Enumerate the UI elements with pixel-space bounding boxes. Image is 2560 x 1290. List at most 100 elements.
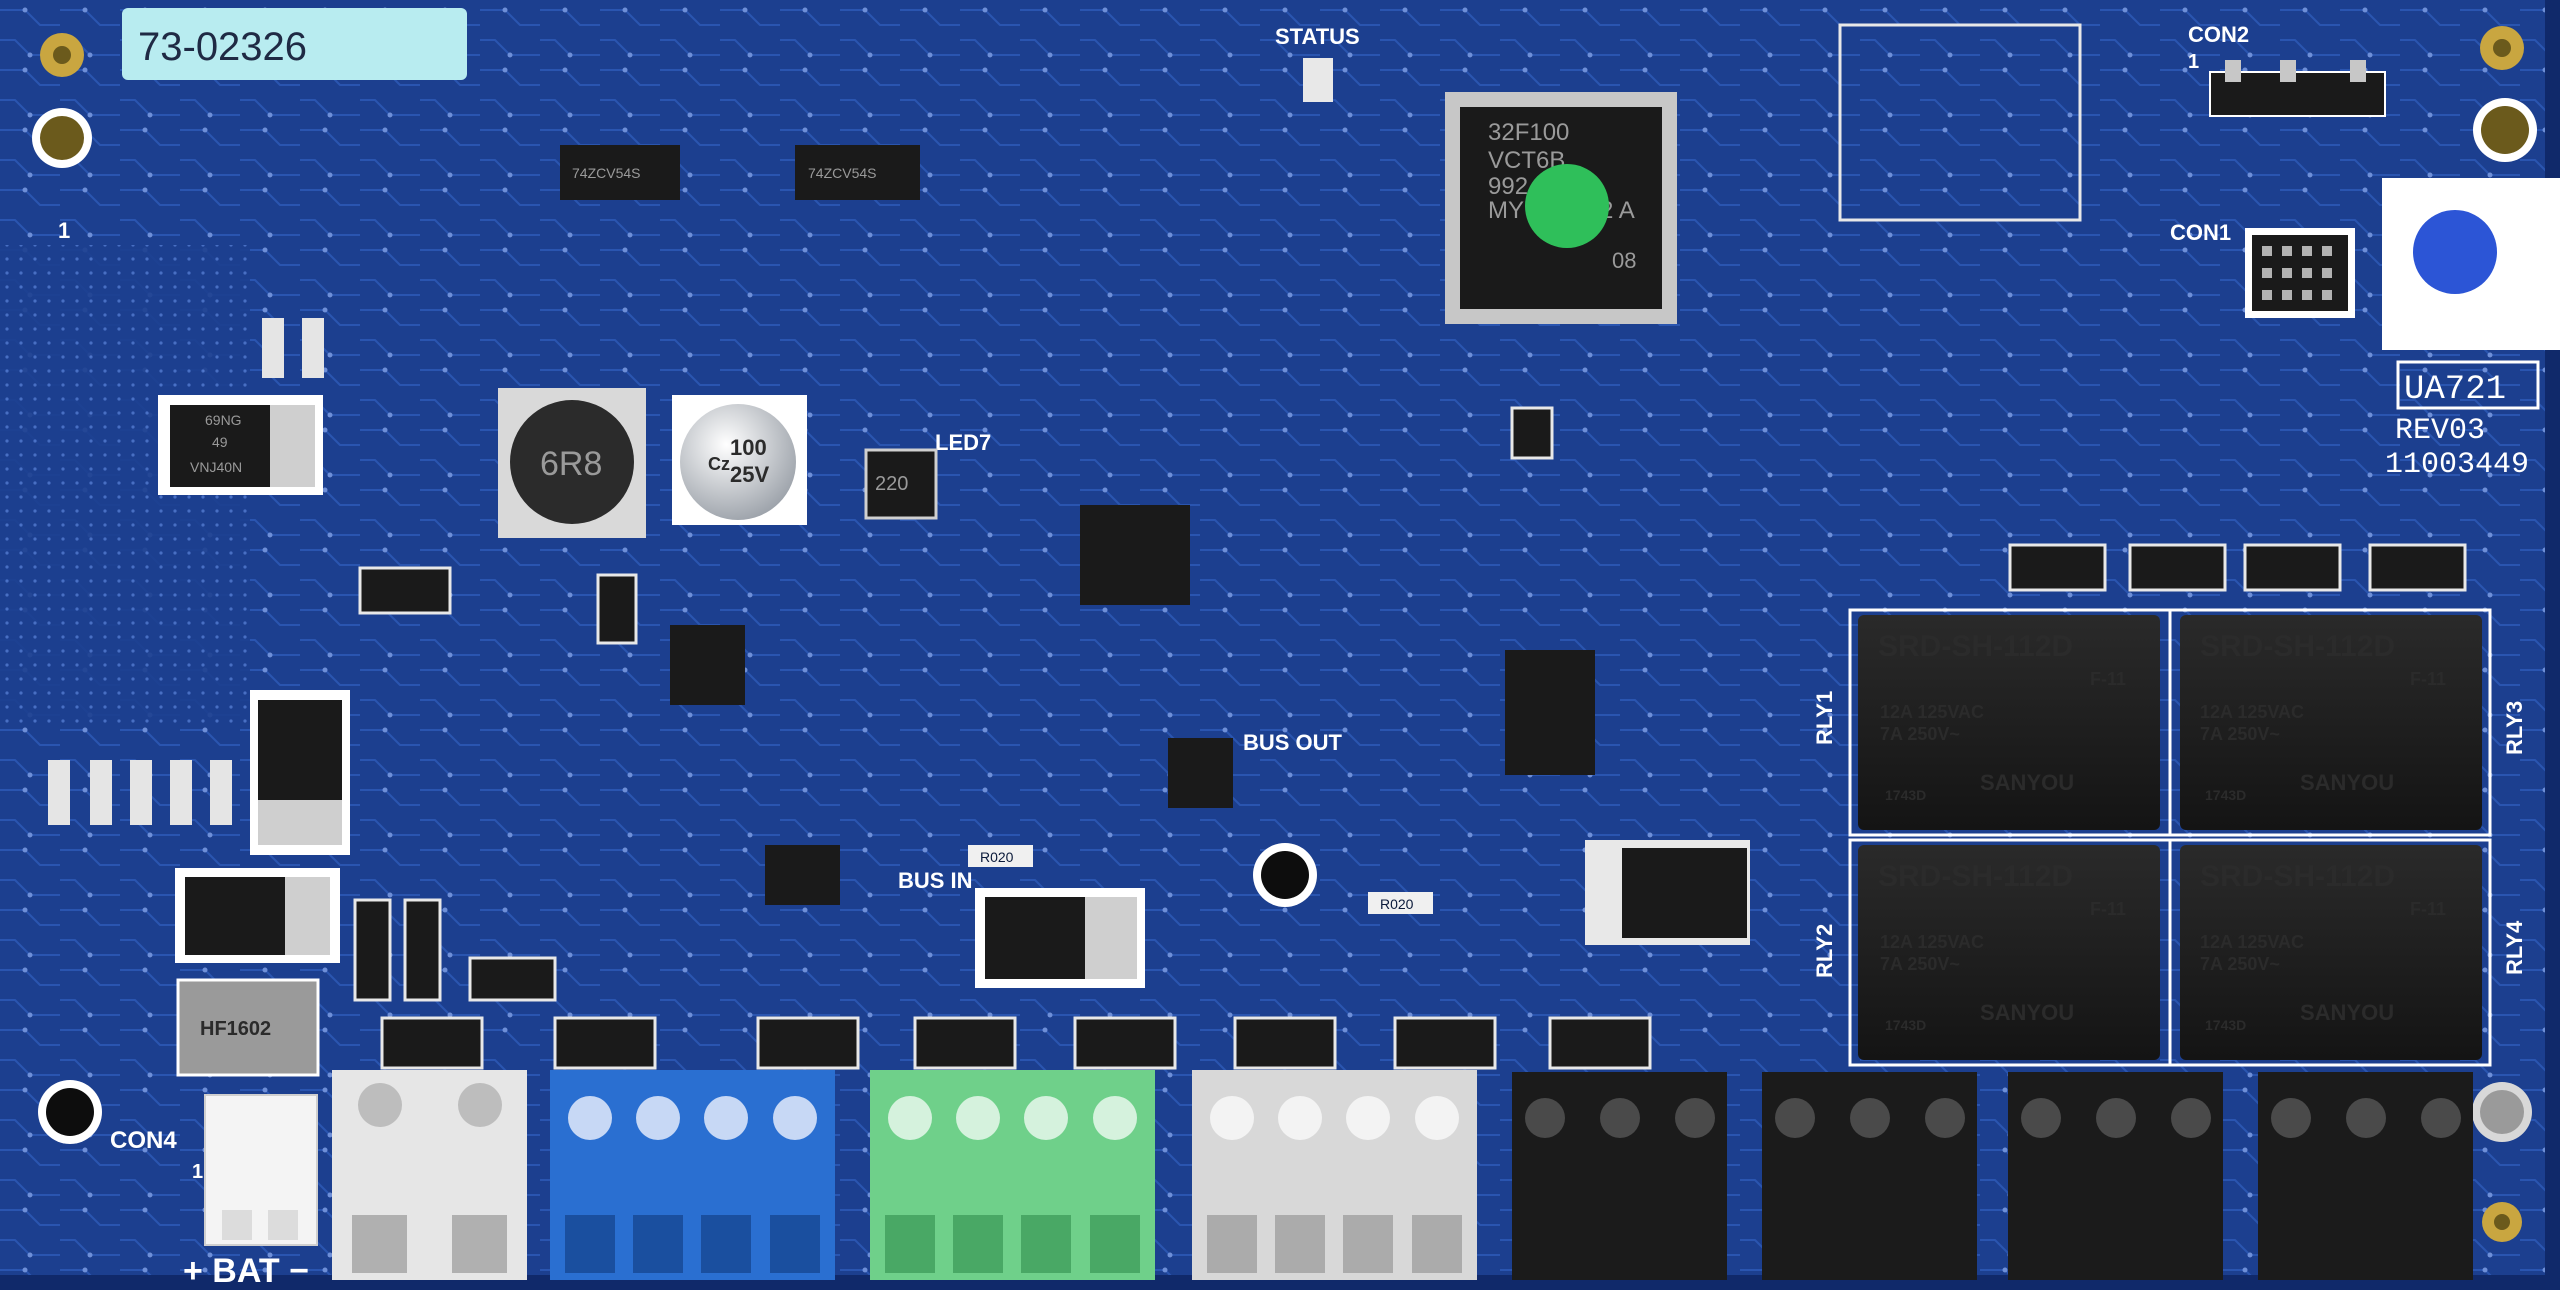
relay-driver-transistors [2008,543,2467,592]
regulator-top: 69NG 49 VNJ40N [158,395,323,495]
regulator-bottom [175,868,340,963]
inductor-text: 6R8 [540,445,602,483]
power-inductor: 6R8 [498,388,646,538]
con2-pin-label: 1 [2188,51,2199,73]
resistor-r020-b-text: R020 [1380,896,1414,912]
terminal-block-grey [1192,1070,1477,1280]
rly1-model: SRD-SH-112D [1878,630,2073,663]
logic-ic-3 [1080,505,1190,605]
con4-label: CON4 [110,1127,177,1154]
rly4-code: F-11 [2410,899,2446,919]
rly4-model: SRD-SH-112D [2200,860,2395,893]
rly3-label: RLY3 [2502,701,2527,755]
part-number-tag: 73-02326 [122,8,467,80]
serial-label: 11003449 [2385,448,2529,482]
mcu-line6: 08 [1612,248,1636,273]
rly2-brand: SANYOU [1980,1000,2074,1025]
mounting-holes [32,26,2537,1242]
rly3-rating2: 7A 250V~ [2200,724,2280,744]
mcu-line4: MY [1488,197,1524,224]
resistor-r020-a-text: R020 [980,849,1014,865]
logic-ic-4 [1505,650,1595,775]
relay-rly3: SRD-SH-112D F-11 12A 125VAC 7A 250V~ SAN… [2168,608,2492,837]
cap-mark: Cz [708,454,730,474]
logic-ic-2: 74ZCV54S [795,145,920,200]
rly1-rating1: 12A 125VAC [1880,702,1984,722]
rly2-rating2: 7A 250V~ [1880,954,1960,974]
rly1-date: 1743D [1885,787,1926,803]
relay-rly2: SRD-SH-112D F-11 12A 125VAC 7A 250V~ SAN… [1848,838,2172,1067]
reg-top-text3: VNJ40N [190,459,242,475]
rly3-rating1: 12A 125VAC [2200,702,2304,722]
small-inductor-text: 220 [875,473,908,495]
cap-voltage: 25V [730,462,769,487]
model-block: UA721 REV03 11003449 [2385,360,2540,482]
rly3-code: F-11 [2410,669,2446,689]
regulator-center [975,888,1145,988]
resistor-r020-a [968,845,1033,867]
reg-top-text2: 49 [212,434,228,450]
mcu-line3: 992 [1488,173,1528,200]
rly2-rating1: 12A 125VAC [1880,932,1984,952]
rly4-rating2: 7A 250V~ [2200,954,2280,974]
logic-ic-5 [670,625,745,705]
terminal-block-green [870,1070,1155,1280]
con4-pin-label: 1 [192,1161,203,1183]
rly3-date: 1743D [2205,787,2246,803]
transistor-right-body [1622,848,1747,938]
status-label: STATUS [1275,24,1360,49]
fuse-text: HF1602 [200,1018,271,1040]
electrolytic-capacitor: Cz 100 25V [672,395,807,525]
qc-blue-dot [2413,210,2497,294]
resettable-fuse: HF1602 [176,978,320,1077]
logic-ic-6 [1168,738,1233,808]
microcontroller-chip: 32F100 VCT6B 992 MY 2 A 08 [1445,92,1677,324]
status-led [1303,58,1333,102]
mcu-line1: 32F100 [1488,119,1569,146]
terminal-block-blue [550,1070,835,1280]
rly2-code: F-11 [2090,899,2126,919]
terminal-block-black-4 [2258,1072,2473,1280]
rly4-label: RLY4 [2502,920,2527,975]
misc-smd-components [353,406,1554,1002]
logic-ic-1-text: 74ZCV54S [572,165,640,181]
smd-resistors-left [48,318,324,825]
small-inductor: 220 [864,448,938,520]
unpopulated-footprint [1838,23,2082,222]
rly2-label: RLY2 [1812,924,1837,978]
rly1-rating2: 7A 250V~ [1880,724,1960,744]
part-number-text: 73-02326 [138,25,307,69]
resistor-r020-b [1368,892,1433,914]
cap-value: 100 [730,435,767,460]
model-label: UA721 [2404,371,2506,409]
logic-ic-1: 74ZCV54S [560,145,680,200]
con1-header [2245,228,2355,318]
con1-label: CON1 [2170,220,2231,245]
bus-in-label: BUS IN [898,868,973,893]
battery-label: + BAT − [183,1252,309,1290]
regulator-left [250,690,350,855]
con2-header [2209,60,2386,117]
rly1-brand: SANYOU [1980,770,2074,795]
mcu-green-dot [1525,164,1609,248]
rly4-rating1: 12A 125VAC [2200,932,2304,952]
logic-ic-7 [765,845,840,905]
rly1-code: F-11 [2090,669,2126,689]
rly3-model: SRD-SH-112D [2200,630,2395,663]
mosfet-row [380,1016,1652,1070]
relay-rly1: SRD-SH-112D F-11 12A 125VAC 7A 250V~ SAN… [1848,608,2172,837]
rly4-brand: SANYOU [2300,1000,2394,1025]
terminal-block-black-3 [2008,1072,2223,1280]
hole-number-label: 1 [58,218,70,243]
reg-top-text1: 69NG [205,412,242,428]
terminal-block-white [332,1070,527,1280]
relay-rly4: SRD-SH-112D F-11 12A 125VAC 7A 250V~ SAN… [2168,838,2492,1067]
bus-out-label: BUS OUT [1243,730,1343,755]
revision-label: REV03 [2395,414,2485,448]
terminal-block-black-2 [1762,1072,1977,1280]
logic-ic-2-text: 74ZCV54S [808,165,876,181]
con2-label: CON2 [2188,22,2249,47]
rly4-date: 1743D [2205,1017,2246,1033]
led7-label: LED7 [935,430,991,455]
